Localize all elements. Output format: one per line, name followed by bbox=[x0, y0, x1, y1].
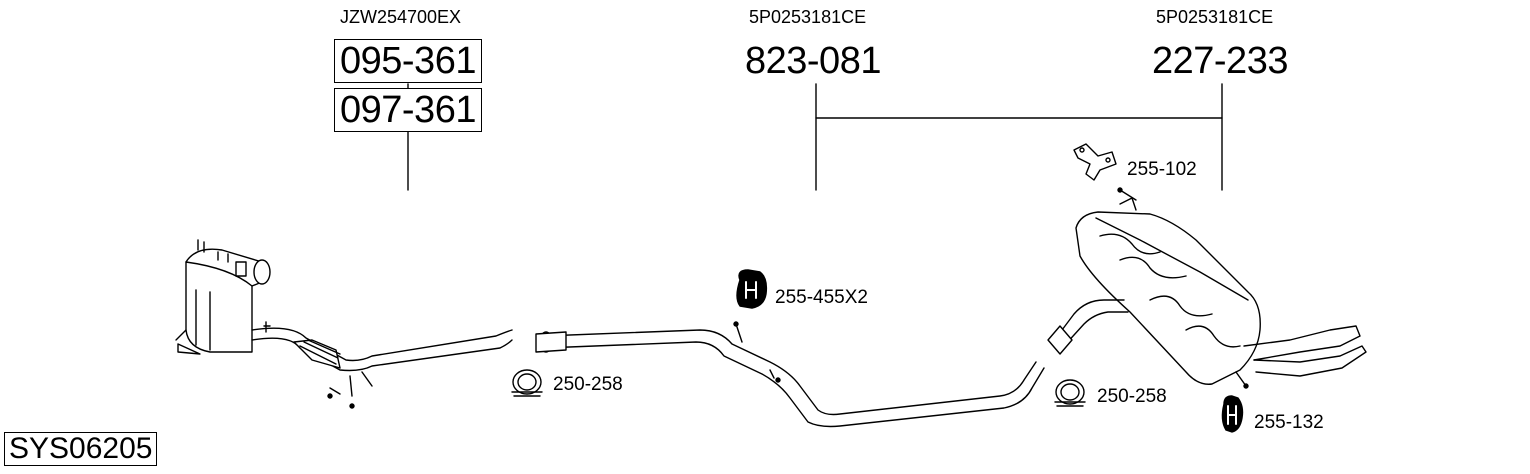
part-number-rear-silencer[interactable]: 227-233 bbox=[1152, 40, 1288, 82]
part-number-dpf-b[interactable]: 097-361 bbox=[334, 88, 482, 132]
accessory-label-bracket-rear[interactable]: 255-102 bbox=[1127, 159, 1197, 180]
middle-pipe bbox=[535, 321, 1045, 428]
system-code: SYS06205 bbox=[4, 432, 158, 466]
part-number-middle-silencer[interactable]: 823-081 bbox=[745, 40, 881, 82]
part-number-dpf-a[interactable]: 095-361 bbox=[334, 39, 482, 83]
accessory-label-rubber-mount-middle[interactable]: 255-455X2 bbox=[775, 287, 868, 308]
oe-label-middle: 5P0253181CE bbox=[749, 7, 867, 27]
accessory-label-clamp-front[interactable]: 250-258 bbox=[553, 374, 623, 395]
rubber-mount-icon-middle bbox=[736, 269, 768, 309]
front-pipe bbox=[251, 327, 513, 409]
accessory-label-clamp-rear[interactable]: 250-258 bbox=[1097, 386, 1167, 407]
bracket-icon bbox=[1073, 143, 1117, 181]
clamp-icon-front bbox=[511, 369, 543, 397]
oe-label-rear: 5P0253181CE bbox=[1156, 7, 1274, 27]
clamp-icon-rear bbox=[1054, 379, 1086, 407]
rear-silencer bbox=[1047, 187, 1367, 389]
rubber-mount-icon-rear bbox=[1221, 395, 1244, 433]
oe-label-front: JZW254700EX bbox=[340, 7, 462, 27]
accessory-label-rubber-mount-rear[interactable]: 255-132 bbox=[1254, 412, 1324, 433]
dpf-unit bbox=[175, 239, 271, 355]
